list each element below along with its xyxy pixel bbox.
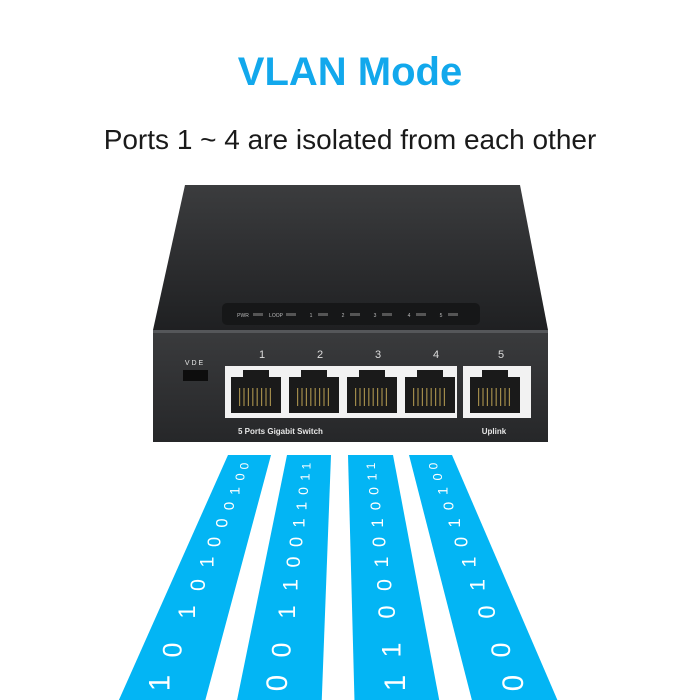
bit-digit: 0	[365, 487, 381, 495]
ethernet-port-3[interactable]	[347, 370, 397, 413]
led-label: 3	[374, 313, 377, 319]
dip-switch-label: V D E	[185, 360, 204, 367]
bit-digit: 0	[232, 473, 247, 480]
bit-digit: 1	[293, 502, 310, 510]
bit-digit: 1	[368, 518, 387, 527]
bit-digit: 1	[174, 605, 201, 618]
led-label: 4	[408, 313, 411, 319]
bit-digit: 1	[196, 557, 218, 568]
bit-digit: 0	[283, 556, 305, 567]
bit-digit: 1	[371, 557, 393, 568]
bit-digit: 0	[367, 502, 384, 510]
port-number: 5	[498, 349, 504, 361]
stream-bits: 1 0 1 0 1 0 0 0 1 0 0	[143, 462, 251, 691]
led-icon	[382, 313, 392, 316]
led-label: 2	[342, 313, 345, 319]
page-subtitle: Ports 1 ~ 4 are isolated from each other	[103, 124, 597, 155]
led-icon	[286, 313, 296, 316]
port-number: 3	[375, 349, 381, 361]
bit-digit: 0	[237, 462, 251, 469]
switch-top-face	[153, 185, 548, 330]
ethernet-port-2[interactable]	[289, 370, 339, 413]
bit-digit: 0	[261, 675, 294, 691]
led-icon	[318, 313, 328, 316]
bit-digit: 1	[445, 518, 464, 527]
bit-digit: 1	[364, 473, 379, 480]
stream-bits: 0 0 1 1 0 0 1 1 0 1 1	[261, 462, 314, 691]
port-number: 2	[317, 349, 323, 361]
stream-bits: 1 1 0 0 1 0 1 0 0 1 1	[364, 462, 412, 691]
page-title: VLAN Mode	[237, 50, 463, 94]
bit-digit: 0	[205, 537, 225, 547]
bit-digit: 1	[464, 579, 489, 591]
bit-digit: 1	[364, 462, 378, 469]
stream-bits: 0 0 0 1 1 0 1 0 1 0 0	[427, 462, 530, 691]
model-label: 5 Ports Gigabit Switch	[238, 427, 323, 436]
bit-digit: 0	[213, 518, 232, 527]
bit-digit: 1	[458, 557, 480, 568]
bit-digit: 1	[298, 473, 313, 480]
bit-digit: 1	[376, 643, 406, 658]
bit-digit: 0	[427, 462, 441, 469]
led-label: LOOP	[269, 313, 284, 319]
led-icon	[416, 313, 426, 316]
dip-switch[interactable]	[183, 370, 208, 381]
bit-digit: 1	[226, 487, 242, 495]
data-streams: 1010100010000110011011110010100110001101…	[118, 455, 558, 700]
led-label: 1	[310, 313, 313, 319]
led-icon	[448, 313, 458, 316]
bit-digit: 1	[435, 487, 451, 495]
bit-digit: 0	[221, 502, 238, 510]
ethernet-ports: 1 2 3 4 5	[231, 349, 520, 413]
bit-digit: 0	[452, 537, 472, 547]
port-number: 1	[259, 349, 265, 361]
bit-digit: 0	[369, 537, 389, 547]
data-stream-2	[237, 455, 331, 700]
bit-digit: 0	[430, 473, 445, 480]
bit-digit: 0	[267, 643, 297, 658]
bit-digit: 0	[474, 605, 501, 618]
port-number: 4	[433, 349, 439, 361]
bit-digit: 0	[371, 579, 396, 591]
led-label: PWR	[237, 313, 249, 319]
uplink-label: Uplink	[482, 427, 507, 436]
led-icon	[253, 313, 263, 316]
data-stream-1	[118, 455, 271, 700]
bit-digit: 1	[143, 675, 176, 691]
ethernet-port-4[interactable]	[405, 370, 455, 413]
bit-digit: 0	[486, 643, 516, 658]
bit-digit: 0	[374, 605, 401, 618]
bit-digit: 0	[497, 675, 530, 691]
bit-digit: 1	[278, 579, 303, 591]
bit-digit: 1	[289, 518, 308, 527]
data-stream-3	[348, 455, 440, 700]
led-icon	[350, 313, 360, 316]
bit-digit: 0	[440, 502, 457, 510]
bit-digit: 1	[274, 605, 301, 618]
bit-digit: 0	[286, 537, 306, 547]
data-stream-4	[409, 455, 558, 700]
bit-digit: 0	[157, 643, 187, 658]
ethernet-port-5[interactable]	[470, 370, 520, 413]
led-label: 5	[440, 313, 443, 319]
led-indicators: PWR LOOP 1 2 3 4 5	[237, 313, 458, 319]
edge-highlight	[153, 330, 548, 333]
bit-digit: 0	[185, 579, 210, 591]
bit-digit: 0	[295, 487, 311, 495]
bit-digit: 1	[300, 462, 314, 469]
ethernet-port-1[interactable]	[231, 370, 281, 413]
bit-digit: 1	[379, 675, 412, 691]
